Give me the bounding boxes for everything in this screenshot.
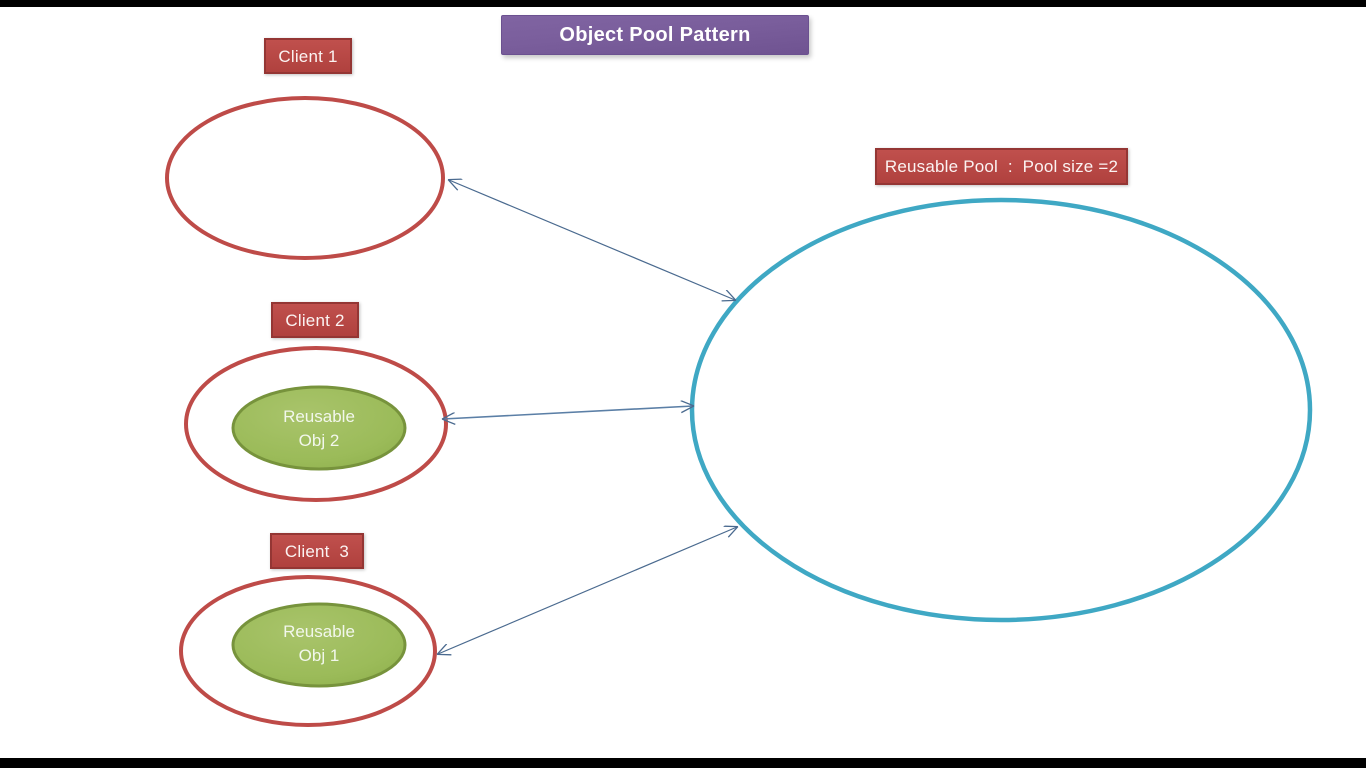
reusable-pool-label[interactable]: Reusable Pool : Pool size =2	[875, 148, 1128, 185]
client2-label[interactable]: Client 2	[271, 302, 359, 338]
client1-ellipse[interactable]	[165, 96, 445, 260]
client1-label[interactable]: Client 1	[264, 38, 352, 74]
arrow-client2-to-pool[interactable]	[443, 406, 693, 419]
reusable-obj2-ellipse[interactable]	[231, 385, 407, 471]
title-banner[interactable]: Object Pool Pattern	[501, 15, 809, 55]
reusable-obj1-ellipse[interactable]	[231, 602, 407, 688]
client3-ellipse[interactable]	[179, 575, 437, 727]
letterbox-top-bar	[0, 0, 1366, 7]
arrow-client1-to-pool[interactable]	[449, 180, 735, 300]
client3-label[interactable]: Client 3	[270, 533, 364, 569]
arrow-client3-to-pool[interactable]	[438, 527, 737, 654]
letterbox-bottom-bar	[0, 758, 1366, 768]
reusable-pool-ellipse[interactable]	[689, 197, 1313, 623]
page-title: Object Pool Pattern	[559, 23, 751, 46]
